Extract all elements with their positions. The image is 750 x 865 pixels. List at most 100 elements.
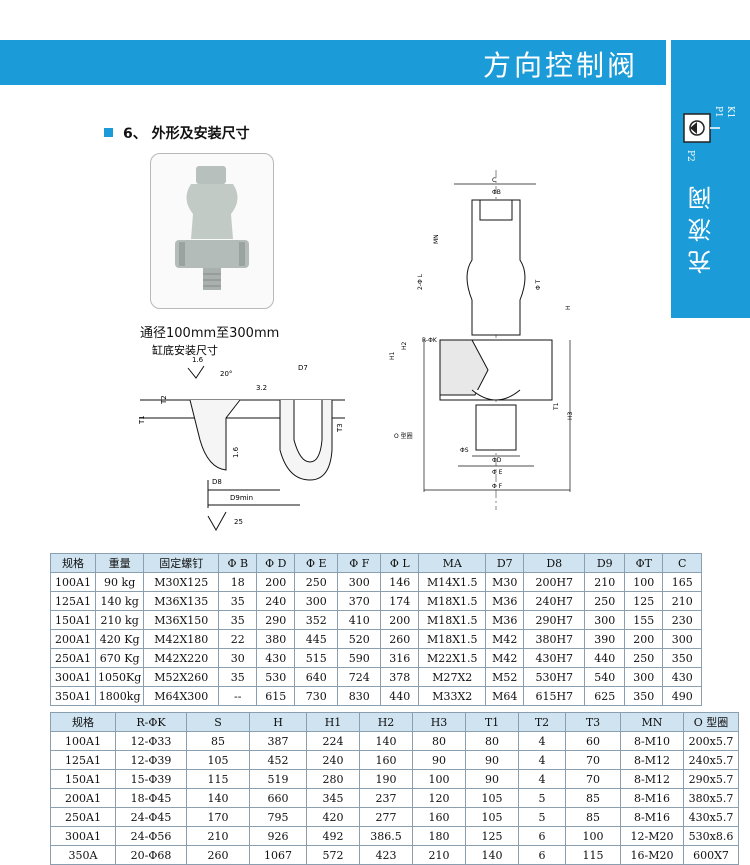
table-cell: 146 (380, 572, 420, 592)
table-cell: M36X135 (143, 591, 220, 611)
table-cell: 105 (465, 807, 519, 827)
table-cell: 170 (186, 807, 250, 827)
table-cell: 24-Φ45 (115, 807, 187, 827)
table-cell: 115 (565, 845, 621, 865)
table-cell: 8-M16 (620, 807, 684, 827)
valve-outline-drawing: C ΦB MA MN Φ T H 2-Φ L R-ΦK H2 H1 H3 T1 … (389, 170, 574, 510)
table-cell: 380 (256, 629, 296, 649)
table-cell: 180 (412, 826, 466, 846)
table-cell: 1050Kg (94, 667, 145, 687)
table-cell: 300 (584, 610, 626, 630)
table-cell: 22 (218, 629, 258, 649)
table-cell: 519 (249, 769, 307, 789)
column-header: Φ D (256, 553, 296, 573)
detail-label-roughness2: 3.2 (256, 384, 267, 392)
table-cell: M64X300 (143, 686, 220, 706)
table-cell: 70 (565, 750, 621, 770)
table-cell: 5 (518, 788, 566, 808)
table-cell: 515 (294, 648, 339, 668)
table-cell: 795 (249, 807, 307, 827)
table-cell: 240H7 (523, 591, 586, 611)
table-cell: M18X1.5 (418, 629, 487, 649)
table-cell: 35 (218, 610, 258, 630)
table-cell: 380x5.7 (683, 788, 739, 808)
table-cell: 140 (359, 731, 413, 751)
table-cell: 370 (337, 591, 382, 611)
table-cell: 125 (465, 826, 519, 846)
table-cell: 200 (256, 572, 296, 592)
table-cell: 200A1 (50, 788, 116, 808)
table-cell: 250 (584, 591, 626, 611)
column-header: Φ F (337, 553, 382, 573)
table-cell: 300 (294, 591, 339, 611)
table-cell: M33X2 (418, 686, 487, 706)
detail-label-d7: D7 (298, 364, 308, 372)
table-cell: 210 kg (94, 610, 145, 630)
column-header: ΦT (624, 553, 664, 573)
table-cell: 1800kg (94, 686, 145, 706)
section-heading: 6、 外形及安装尺寸 (104, 123, 250, 143)
table-cell: 18 (218, 572, 258, 592)
table-cell: 615 (256, 686, 296, 706)
table-cell: 350 (624, 686, 664, 706)
table-cell: 492 (306, 826, 360, 846)
table-cell: 85 (565, 807, 621, 827)
dim-label-t: Φ T (535, 279, 542, 290)
table-cell: 280 (306, 769, 360, 789)
product-caption: 通径100mm至300mm (140, 326, 280, 341)
table-cell: 350A (50, 845, 116, 865)
table-cell: 160 (412, 807, 466, 827)
column-header: MN (620, 712, 684, 732)
table-cell: 190 (359, 769, 413, 789)
table-cell: 85 (565, 788, 621, 808)
header-banner: 方向控制阀 (0, 40, 666, 85)
table-cell: 12-M20 (620, 826, 684, 846)
column-header: O 型圈 (683, 712, 739, 732)
table-cell: 90 (465, 769, 519, 789)
dim-label-h: H (565, 305, 572, 310)
table-cell: 350A1 (50, 686, 96, 706)
table-cell: 277 (359, 807, 413, 827)
table-cell: 290x5.7 (683, 769, 739, 789)
table-cell: 250A1 (50, 807, 116, 827)
table-cell: 140 (465, 845, 519, 865)
table-cell: 378 (380, 667, 420, 687)
table-cell: 115 (186, 769, 250, 789)
detail-label-t1: T1 (138, 415, 146, 425)
table-cell: 60 (565, 731, 621, 751)
dim-label-h2: H2 (401, 341, 408, 350)
column-header: C (662, 553, 703, 573)
table-cell: M14X1.5 (418, 572, 487, 592)
table-cell: 90 kg (94, 572, 145, 592)
table-cell: 18-Φ45 (115, 788, 187, 808)
side-tab-label: 充液阀 (688, 178, 716, 274)
product-photo-frame (150, 153, 274, 309)
side-tab (671, 40, 750, 318)
table-cell: 290H7 (523, 610, 586, 630)
table-cell: M36 (485, 610, 525, 630)
valve-photo-image (175, 166, 249, 290)
table-cell: 290 (256, 610, 296, 630)
table-cell: 1067 (249, 845, 307, 865)
table-cell: 420 Kg (94, 629, 145, 649)
column-header: H1 (306, 712, 360, 732)
table-cell: 35 (218, 591, 258, 611)
table-cell: M30X125 (143, 572, 220, 592)
dim-label-e: Φ E (492, 469, 503, 476)
table-cell: M36 (485, 591, 525, 611)
table-cell: 80 (412, 731, 466, 751)
table-cell: 530 (256, 667, 296, 687)
table-cell: 600X7 (683, 845, 739, 865)
table-cell: 387 (249, 731, 307, 751)
